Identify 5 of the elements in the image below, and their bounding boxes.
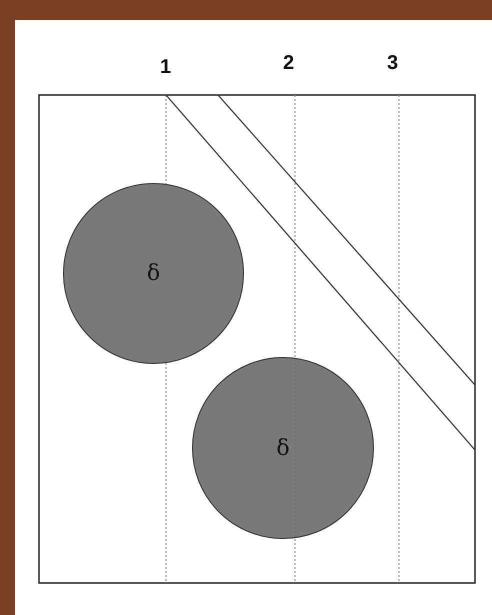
circle-label: δ (276, 436, 290, 460)
circle-label: δ (146, 261, 160, 286)
column-number: 2 (283, 52, 294, 75)
column-number: 1 (160, 56, 172, 79)
column-number: 3 (387, 52, 398, 75)
